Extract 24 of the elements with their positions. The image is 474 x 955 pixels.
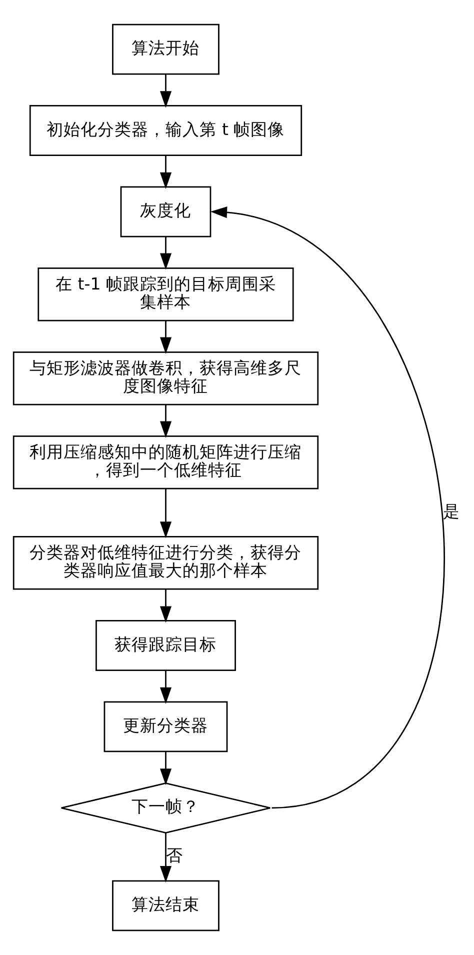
arrow (160, 236, 172, 270)
arrow (160, 488, 172, 538)
edge-label: 否 (166, 846, 184, 866)
node-box: 算法结束 (112, 880, 220, 932)
arrow (210, 206, 444, 809)
node-box: 利用压缩感知中的随机矩阵进行压缩，得到一个低维特征 (12, 436, 319, 490)
node-box: 算法开始 (112, 24, 220, 75)
arrow (160, 670, 172, 704)
node-box: 更新分类器 (104, 701, 228, 752)
arrow (160, 320, 172, 354)
arrow (160, 752, 172, 786)
edge-label: 是 (442, 502, 460, 521)
node-box: 在 t-1 帧跟踪到的目标周围采集样本 (38, 268, 294, 322)
arrow (160, 74, 172, 108)
node-box: 初始化分类器，输入第 t 帧图像 (29, 105, 302, 156)
node-box: 与矩形滤波器做卷积，获得高维多尺度图像特征 (12, 352, 319, 406)
node-box: 获得跟踪目标 (96, 620, 236, 671)
arrow (160, 589, 172, 623)
arrow (160, 832, 172, 883)
node-box: 灰度化 (120, 186, 212, 238)
node-box: 分类器对低维特征进行分类，获得分类器响应值最大的那个样本 (12, 536, 319, 590)
arrow (160, 404, 172, 438)
node-diamond: 下一帧？ (60, 782, 271, 834)
arrow (160, 155, 172, 189)
